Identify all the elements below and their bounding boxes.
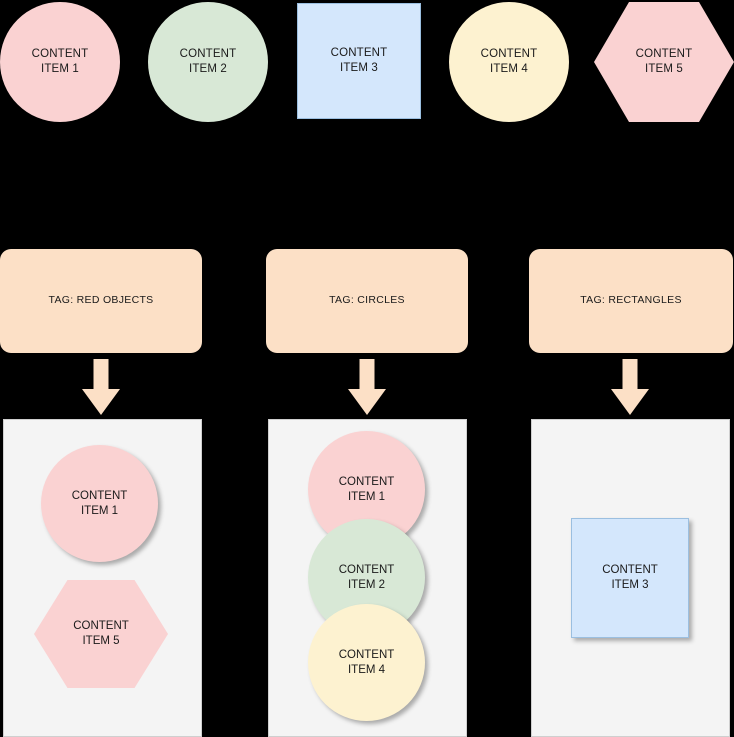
arrow-head: [348, 389, 386, 415]
arrow-rectangles: [611, 359, 649, 415]
result-shape-label: CONTENT ITEM 2: [338, 563, 395, 591]
source-shape-item-2[interactable]: CONTENT ITEM 2: [148, 2, 268, 122]
arrow-shaft: [93, 359, 109, 389]
source-shape-item-4[interactable]: CONTENT ITEM 4: [449, 2, 569, 122]
source-shape-item-3[interactable]: CONTENT ITEM 3: [297, 3, 421, 119]
result-shape-label: CONTENT ITEM 1: [338, 475, 395, 503]
arrow-shaft: [359, 359, 375, 389]
arrow-shaft: [622, 359, 638, 389]
result-shape-label: CONTENT ITEM 4: [338, 648, 395, 676]
source-shape-label: CONTENT ITEM 1: [31, 48, 89, 75]
arrow-head: [611, 389, 649, 415]
arrow-red-objects: [82, 359, 120, 415]
result-shape-label: CONTENT ITEM 1: [71, 489, 128, 517]
tag-box-tag-rectangles[interactable]: TAG: RECTANGLES: [529, 249, 733, 353]
result-shape-label: CONTENT ITEM 5: [73, 620, 129, 647]
source-shape-item-1[interactable]: CONTENT ITEM 1: [0, 2, 120, 122]
source-shape-item-5[interactable]: CONTENT ITEM 5: [594, 2, 734, 122]
tag-box-tag-circles[interactable]: TAG: CIRCLES: [266, 249, 468, 353]
tag-box-tag-red-objects[interactable]: TAG: RED OBJECTS: [0, 249, 202, 353]
arrow-circles: [348, 359, 386, 415]
source-shape-label: CONTENT ITEM 5: [635, 48, 693, 75]
source-shape-label: CONTENT ITEM 4: [480, 48, 538, 75]
result-shape-label: CONTENT ITEM 3: [602, 564, 658, 591]
result-shape-result-item-3[interactable]: CONTENT ITEM 3: [571, 518, 689, 638]
arrow-head: [82, 389, 120, 415]
tag-box-label: TAG: RED OBJECTS: [48, 294, 154, 307]
tag-box-label: TAG: CIRCLES: [329, 294, 405, 307]
result-shape-result-item-4[interactable]: CONTENT ITEM 4: [308, 604, 425, 721]
source-shape-label: CONTENT ITEM 2: [179, 48, 237, 75]
result-shape-result-item-1[interactable]: CONTENT ITEM 1: [41, 445, 158, 562]
source-shape-label: CONTENT ITEM 3: [330, 47, 388, 74]
tag-box-label: TAG: RECTANGLES: [580, 294, 682, 307]
